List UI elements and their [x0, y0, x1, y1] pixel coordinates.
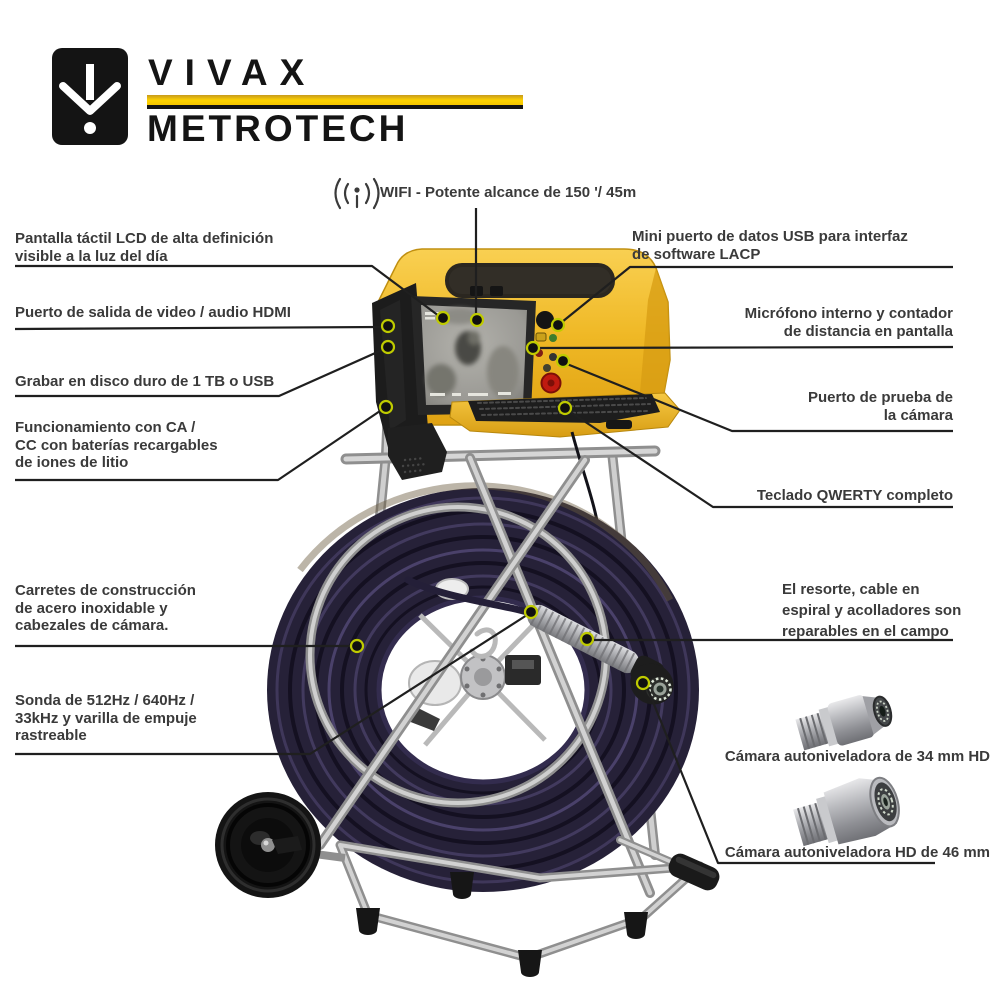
dot-carretes	[349, 638, 365, 654]
callout-text: Carretes de construcción	[15, 582, 196, 599]
callout-text: Puerto de prueba de	[807, 389, 953, 406]
dot-grabar	[380, 339, 396, 355]
tilt-handle-grip	[616, 836, 720, 891]
callout-sonda: Sonda de 512Hz / 640Hz / 33kHz y varilla…	[15, 692, 197, 745]
camera-head	[630, 663, 674, 705]
line-mini-usb	[561, 265, 953, 323]
callout-camara-34mm: Cámara autoniveladora de 34 mm HD	[725, 748, 990, 766]
callout-text: rastreable	[15, 727, 87, 744]
callout-text: 33kHz y varilla de empuje	[15, 709, 197, 727]
rubber-feet	[356, 872, 648, 977]
callout-text: El resorte, cable en	[782, 581, 920, 598]
callout-text: de distancia en pantalla	[783, 322, 953, 340]
dot-microfono	[525, 340, 541, 356]
callout-text: Mini puerto de datos USB para interfaz	[632, 228, 908, 245]
cart-base	[215, 792, 720, 977]
speaker-housing	[388, 423, 447, 480]
callout-text: Pantalla táctil LCD de alta definición	[15, 230, 274, 247]
line-camara-46	[645, 686, 935, 865]
dot-camara-46	[635, 675, 651, 691]
callout-mini-usb: Mini puerto de datos USB para interfaz d…	[632, 228, 908, 263]
callout-funcionamiento: Funcionamiento con CA / CC con baterías …	[15, 419, 218, 472]
callout-text: Cámara autoniveladora HD de 46 mm	[724, 844, 990, 861]
callout-teclado: Teclado QWERTY completo	[757, 487, 953, 505]
callout-wifi: WIFI - Potente alcance de 150 '/ 45m	[380, 184, 636, 201]
line-puerto-prueba	[566, 362, 953, 433]
callout-camara-46mm: Cámara autoniveladora HD de 46 mm	[725, 844, 990, 862]
callout-text: Puerto de salida de video / audio HDMI	[15, 304, 291, 321]
dot-teclado	[557, 400, 573, 416]
line-funcionamiento	[15, 410, 381, 482]
callout-resorte: El resorte, cable en espiral y acollador…	[782, 579, 961, 642]
line-hdmi	[14, 325, 383, 331]
dot-resorte	[579, 631, 595, 647]
line-pantalla	[15, 264, 444, 320]
callout-microfono: Micrófono interno y contador de distanci…	[745, 305, 953, 340]
brand-name-top: VIVAX	[148, 52, 317, 93]
callout-text: espiral y acolladores son	[782, 602, 962, 619]
wifi-signal-icon	[334, 177, 380, 210]
dot-puerto-prueba	[555, 353, 571, 369]
callout-text: cabezales de cámara.	[15, 617, 169, 634]
camera-34mm	[795, 695, 893, 751]
callout-pantalla-tactil: Pantalla táctil LCD de alta definición v…	[15, 230, 273, 265]
callout-grabar-disco: Grabar en disco duro de 1 TB o USB	[15, 373, 274, 391]
callout-hdmi: Puerto de salida de video / audio HDMI	[15, 304, 291, 322]
dot-hdmi	[380, 318, 396, 334]
callout-text: reparables en el campo	[782, 623, 949, 640]
dot-mini-usb	[550, 317, 566, 333]
callout-text: Teclado QWERTY completo	[756, 487, 953, 504]
push-rod	[404, 576, 535, 617]
callout-puerto-prueba: Puerto de prueba de la cámara	[808, 389, 953, 424]
callout-text: la cámara	[883, 406, 953, 424]
callout-text: WIFI - Potente alcance de 150 '/ 45m	[380, 184, 637, 201]
control-panel	[535, 311, 562, 394]
callout-carretes: Carretes de construcción de acero inoxid…	[15, 582, 196, 635]
callout-text: Grabar en disco duro de 1 TB o USB	[15, 373, 275, 390]
brand-accent-bar	[147, 95, 523, 110]
line-teclado	[568, 410, 953, 509]
dot-sonda	[523, 604, 539, 620]
line-microfono	[539, 345, 954, 350]
camera-46mm	[793, 776, 900, 847]
dot-pantalla	[435, 310, 451, 326]
line-sonda	[15, 614, 528, 756]
control-knob	[536, 311, 554, 329]
callout-text: visible a la luz del día	[15, 247, 168, 265]
callout-text: de acero inoxidable y	[15, 599, 168, 617]
down-arrow-logo-icon	[52, 48, 128, 145]
line-grabar	[15, 348, 383, 398]
control-unit	[372, 248, 681, 621]
callout-text: Cámara autoniveladora de 34 mm HD	[724, 748, 990, 765]
screen-osd-text	[425, 312, 511, 396]
callout-text: Funcionamiento con CA /	[15, 419, 196, 436]
dot-funcionamiento	[378, 399, 394, 415]
brand-name-bottom: METROTECH	[147, 108, 409, 149]
wheel	[215, 792, 346, 898]
dot-wifi	[469, 312, 485, 328]
callout-text: Micrófono interno y contador	[744, 305, 953, 322]
callout-lines	[14, 208, 954, 865]
callout-text: de software LACP	[632, 245, 761, 263]
callout-text: CC con baterías recargables	[15, 436, 218, 454]
callout-text: de iones de litio	[15, 454, 129, 471]
callout-text: Sonda de 512Hz / 640Hz /	[15, 692, 195, 709]
speaker-grille	[401, 456, 429, 474]
callout-dots	[349, 310, 651, 691]
